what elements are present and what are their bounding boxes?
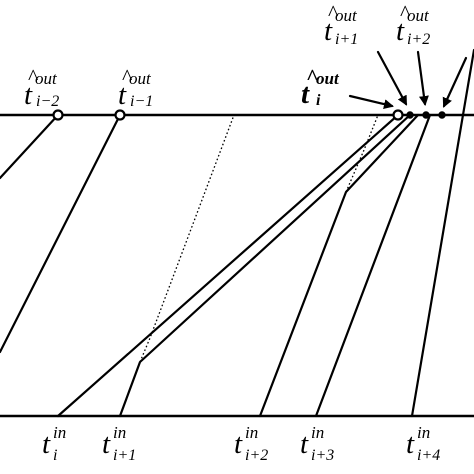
svg-text:t: t (118, 79, 127, 111)
label-t-in-i: t in i (42, 423, 66, 464)
departure-marker-i (392, 109, 404, 121)
svg-text:i−1: i−1 (130, 93, 153, 110)
label-t-in-i-plus-3: t in i+3 (300, 423, 334, 464)
svg-text:t: t (234, 428, 243, 460)
label-t-in-i-plus-4: t in i+4 (406, 423, 440, 464)
arrow-to-departure-i-plus-3 (442, 56, 468, 108)
arrow-to-departure-i-plus-2 (416, 50, 429, 106)
svg-text:i: i (316, 92, 321, 109)
trajectory-i-plus-1 (118, 113, 412, 418)
svg-text:in: in (245, 423, 258, 442)
svg-text:i: i (53, 447, 57, 464)
svg-text:out: out (407, 6, 430, 25)
svg-text:in: in (113, 423, 126, 442)
dotted-reference-i-plus-1 (139, 114, 235, 363)
trajectory-i-plus-3 (314, 113, 432, 418)
svg-text:i+3: i+3 (311, 447, 334, 464)
svg-text:in: in (417, 423, 430, 442)
svg-text:^: ^ (400, 0, 411, 25)
svg-text:i+2: i+2 (407, 31, 430, 48)
label-t-out-i-plus-2: ^ t out i+2 (396, 0, 430, 48)
trajectory-i-minus-2 (0, 113, 122, 354)
svg-text:t: t (24, 79, 33, 111)
svg-text:t: t (324, 15, 333, 47)
arrow-to-departure-i (348, 94, 394, 110)
trajectory-i-plus-4 (410, 48, 474, 418)
label-t-out-i-minus-2: ^ t out i−2 (24, 64, 59, 111)
svg-text:t: t (42, 428, 51, 460)
label-t-out-i-plus-1: ^ t out i+1 (324, 0, 358, 48)
svg-text:^: ^ (306, 64, 319, 89)
trajectory-i (56, 113, 400, 418)
dotted-reference-i-plus-2 (345, 114, 379, 193)
svg-text:i+1: i+1 (113, 447, 136, 464)
svg-text:out: out (316, 69, 340, 88)
svg-text:^: ^ (28, 64, 39, 89)
label-t-in-i-plus-1: t in i+1 (102, 423, 136, 464)
label-t-out-i-minus-1: ^ t out i−1 (118, 64, 153, 111)
svg-text:out: out (129, 69, 152, 88)
trajectory-i-minus-3 (0, 113, 60, 180)
departure-marker-i-plus-1 (406, 111, 414, 119)
svg-text:in: in (311, 423, 324, 442)
departure-marker-i-minus-2 (52, 109, 64, 121)
departure-marker-i-plus-2 (422, 111, 430, 119)
label-t-out-i: ^ t out i (301, 64, 340, 110)
svg-text:out: out (335, 6, 358, 25)
svg-text:i+1: i+1 (335, 31, 358, 48)
arrow-to-departure-i-plus-1 (376, 50, 408, 106)
label-t-in-i-plus-2: t in i+2 (234, 423, 268, 464)
trajectory-i-plus-2 (258, 113, 420, 418)
svg-text:i−2: i−2 (36, 93, 59, 110)
svg-text:in: in (53, 423, 66, 442)
svg-text:i+4: i+4 (417, 447, 440, 464)
svg-text:t: t (102, 428, 111, 460)
svg-text:out: out (35, 69, 58, 88)
svg-text:i+2: i+2 (245, 447, 268, 464)
svg-text:t: t (300, 428, 309, 460)
departure-marker-i-minus-1 (114, 109, 126, 121)
svg-text:t: t (406, 428, 415, 460)
svg-text:t: t (301, 78, 310, 110)
svg-text:^: ^ (122, 64, 133, 89)
departure-marker-i-plus-3 (438, 111, 446, 119)
svg-text:^: ^ (328, 0, 339, 25)
svg-text:t: t (396, 15, 405, 47)
